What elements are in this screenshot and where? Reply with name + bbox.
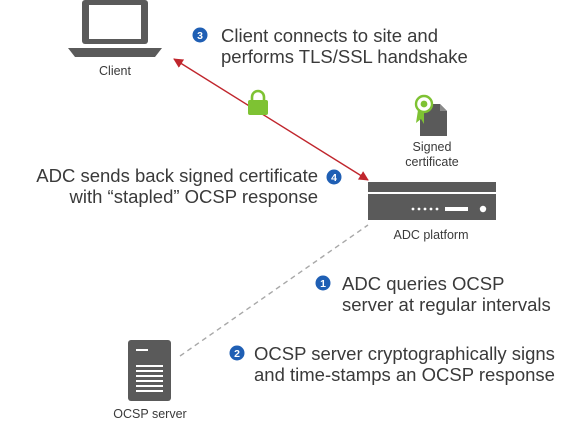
step-2-line-1: OCSP server cryptographically signs <box>254 343 555 364</box>
svg-text:1: 1 <box>320 278 326 290</box>
step-3-line-1: Client connects to site and <box>221 25 438 46</box>
step-1-line-1: ADC queries OCSP <box>342 273 505 294</box>
adc-platform-label: ADC platform <box>393 228 469 242</box>
step-4-line-1: ADC sends back signed certificate <box>36 165 318 186</box>
step-4-text: ADC sends back signed certificate with “… <box>18 165 318 207</box>
client-adc-arrow <box>173 58 369 181</box>
step-2-text: OCSP server cryptographically signs and … <box>254 343 555 385</box>
svg-text:4: 4 <box>331 172 337 184</box>
server-tower-icon <box>128 340 171 401</box>
step-3-line-2: performs TLS/SSL handshake <box>221 46 468 67</box>
step-badge-1: 1 <box>315 275 331 291</box>
certificate-document-icon <box>414 94 447 136</box>
svg-text:3: 3 <box>197 30 203 42</box>
step-2-line-2: and time-stamps an OCSP response <box>254 364 555 385</box>
step-4-line-2: with “stapled” OCSP response <box>69 186 319 207</box>
ocsp-server-label: OCSP server <box>113 407 187 421</box>
certificate-label-line-1: Signed <box>412 140 452 154</box>
laptop-icon <box>68 0 162 57</box>
step-3-text: Client connects to site and performs TLS… <box>221 25 468 67</box>
svg-text:2: 2 <box>234 348 240 360</box>
step-1-text: ADC queries OCSP server at regular inter… <box>342 273 551 315</box>
step-badge-2: 2 <box>229 345 245 361</box>
certificate-label: Signed certificate <box>392 140 472 170</box>
step-badge-4: 4 <box>326 169 342 185</box>
client-label: Client <box>99 64 131 78</box>
step-badge-3: 3 <box>192 27 208 43</box>
padlock-icon <box>248 89 268 115</box>
certificate-label-line-2: certificate <box>405 155 459 169</box>
step-1-line-2: server at regular intervals <box>342 294 551 315</box>
ocsp-adc-dashed-link <box>179 224 369 357</box>
adc-appliance-icon <box>368 182 496 220</box>
